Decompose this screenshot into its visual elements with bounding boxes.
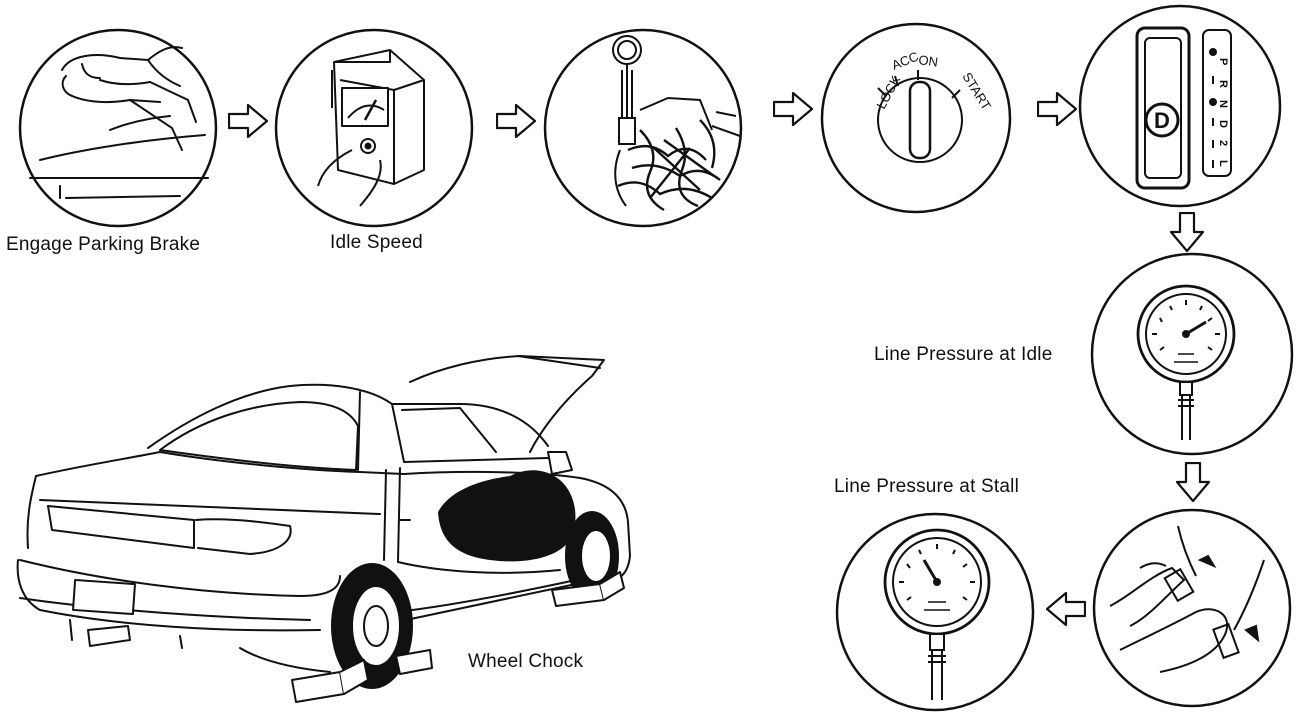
shifter-position: R [1217, 80, 1229, 88]
flow-arrow-5 [1170, 212, 1204, 252]
ignition-switch-icon [877, 70, 963, 163]
caption-line-pressure-at-idle: Line Pressure at Idle [874, 344, 1053, 365]
shifter-position: L [1217, 160, 1229, 167]
pressure-gauge-stall-icon [883, 528, 991, 700]
flow-arrow-1 [228, 104, 268, 138]
flow-arrow-6 [1176, 462, 1210, 502]
line-pressure-stall-step [835, 512, 1035, 712]
caption-engage-parking-brake: Engage Parking Brake [6, 234, 201, 255]
pressure-gauge-idle-icon [1136, 284, 1236, 440]
flow-arrow-4 [1037, 92, 1077, 126]
shifter-position-labels: P R N D 2 L [1217, 58, 1229, 167]
parking-brake-step [18, 28, 218, 228]
caption-wheel-chock: Wheel Chock [468, 651, 584, 672]
car-icon [16, 355, 631, 689]
shifter-selected: D [1154, 108, 1170, 133]
idle-speed-step [274, 28, 474, 228]
interior-shadow [438, 470, 576, 562]
pedal-step [1092, 508, 1292, 708]
flow-arrow-2 [496, 104, 536, 138]
gear-selector-icon [1135, 26, 1232, 190]
shifter-position: 2 [1217, 140, 1229, 146]
line-pressure-idle-step [1090, 252, 1294, 456]
pedals-icon [1109, 525, 1265, 673]
flow-arrow-7 [1046, 592, 1086, 626]
car-illustration [16, 355, 631, 703]
ignition-step: LOCK ACC ON START [820, 22, 1012, 214]
shifter-position: P [1217, 58, 1229, 65]
caption-idle-speed: Idle Speed [330, 232, 423, 253]
wheel-chock-icon [87, 571, 625, 703]
parking-brake-icon [29, 46, 209, 199]
gear-selector-step: D P R N D 2 L [1078, 4, 1282, 208]
pressure-gauge-hookup-icon [612, 35, 741, 212]
tachometer-icon [317, 49, 425, 207]
shifter-position: N [1217, 100, 1229, 108]
caption-line-pressure-at-stall: Line Pressure at Stall [834, 476, 1019, 497]
flow-arrow-3 [773, 92, 813, 126]
shifter-position: D [1217, 120, 1229, 128]
gauge-hookup-step [543, 28, 743, 228]
ignition-label-on: ON [918, 52, 939, 70]
